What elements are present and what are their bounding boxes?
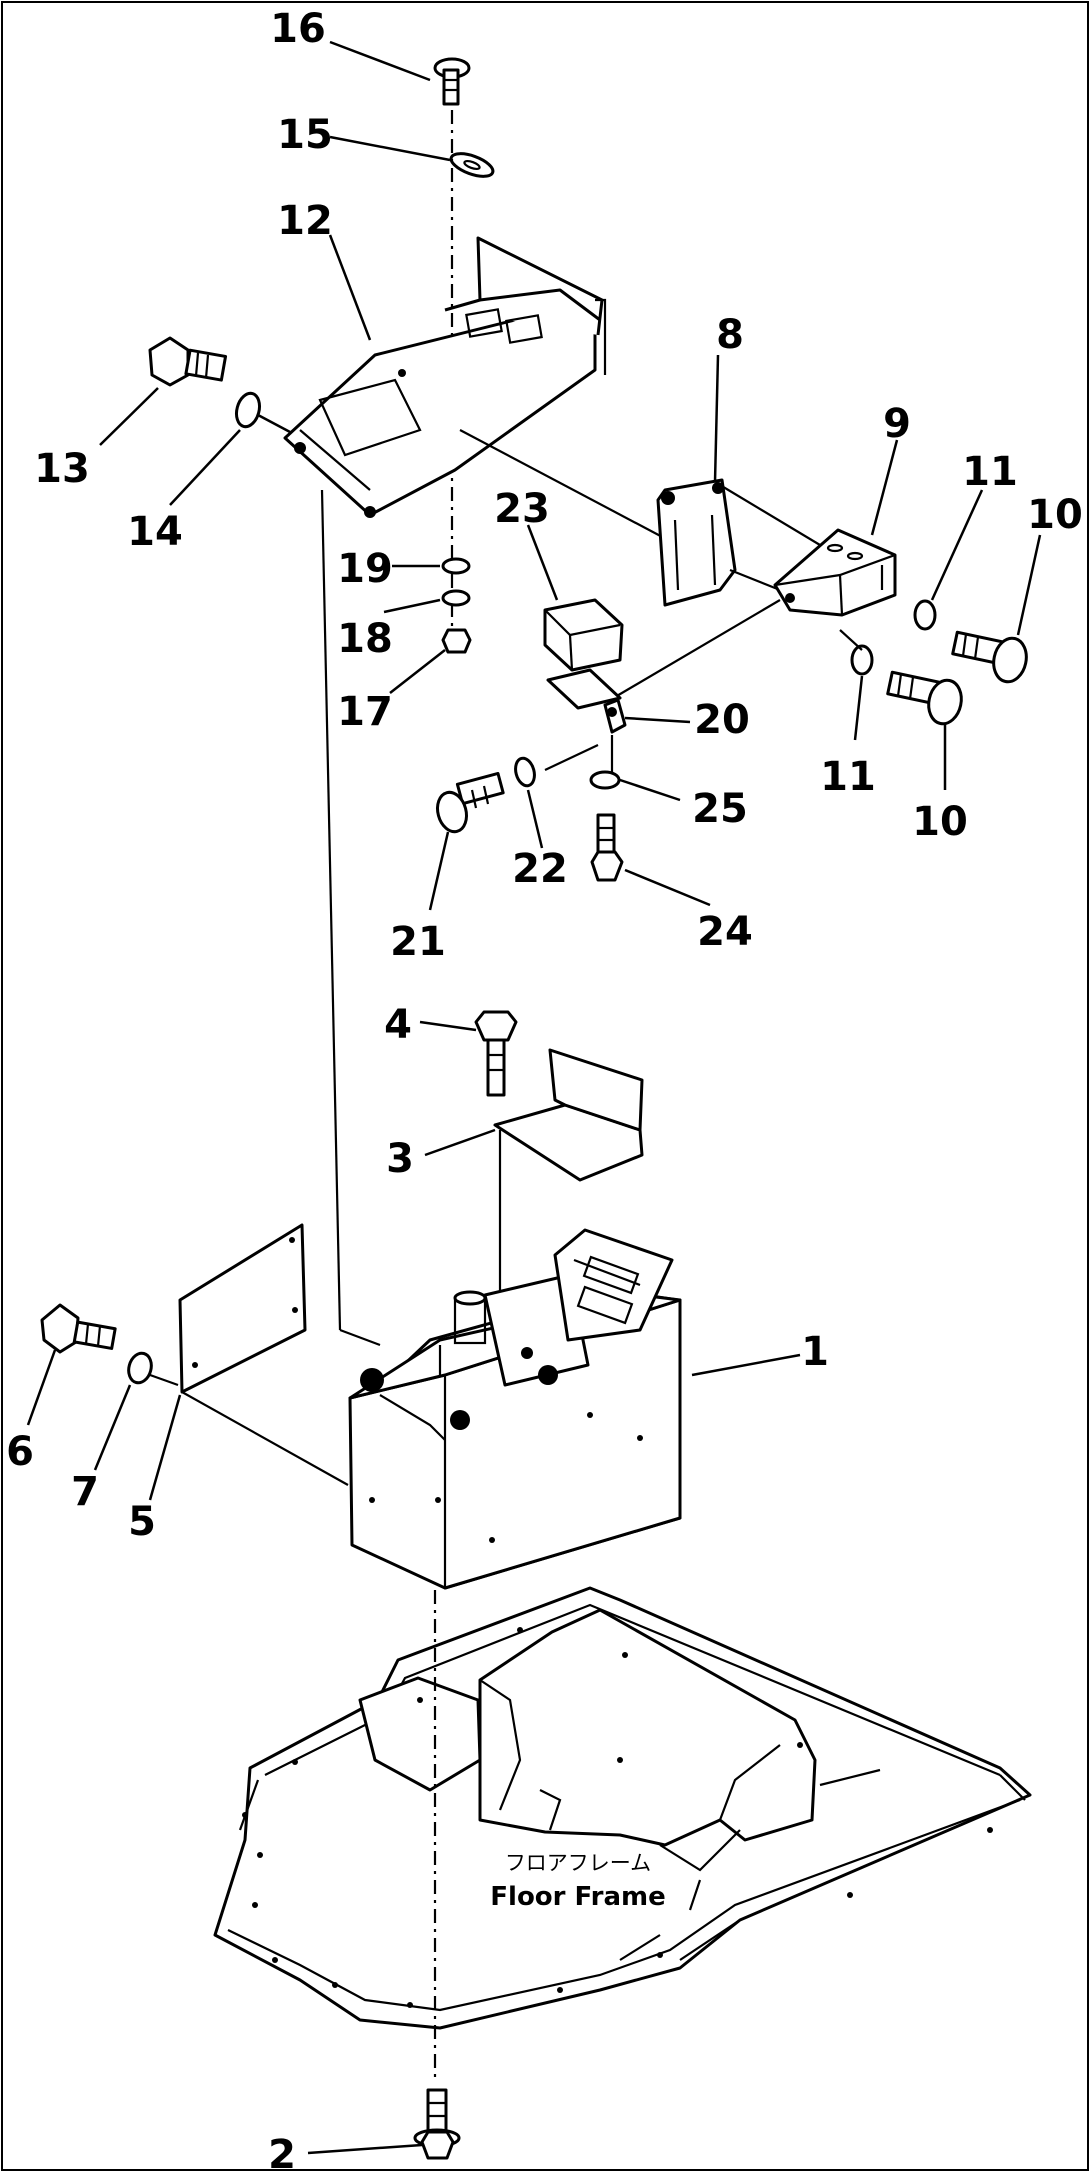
callout-3: 3 — [386, 1136, 414, 1182]
callout-24: 24 — [697, 909, 753, 955]
callout-11-upper: 11 — [962, 449, 1018, 495]
assembly-line-9-20 — [609, 599, 781, 701]
part-9-block — [773, 528, 897, 617]
part-3-plate — [493, 1048, 644, 1182]
callout-10-upper: 10 — [1027, 492, 1083, 538]
callout-11-lower: 11 — [820, 754, 876, 800]
part-7-washer — [127, 1351, 153, 1385]
callout-15: 15 — [277, 112, 333, 158]
assembly-line-left-box — [339, 1328, 381, 1347]
part-4-bolt — [474, 1010, 518, 1097]
callout-16: 16 — [270, 6, 326, 52]
part-11-washer-upper — [913, 599, 937, 631]
leader-14-12 — [257, 413, 291, 434]
part-24-bolt — [590, 813, 624, 882]
leader-lines — [26, 40, 1042, 2155]
assembly-line-20-22 — [544, 744, 599, 771]
part-14-washer — [234, 391, 262, 429]
part-16-bolt — [433, 57, 471, 106]
assembly-line-cover-bracket — [459, 429, 669, 541]
leader-11-lower-axis — [839, 629, 863, 651]
leader-7-5 — [149, 1373, 179, 1387]
part-21-bolt — [436, 771, 505, 834]
part-5-plate — [178, 1223, 307, 1394]
callout-6: 6 — [6, 1429, 34, 1475]
part-10-bolt-lower — [886, 670, 963, 726]
part-6-bolt — [40, 1303, 117, 1354]
callout-22: 22 — [512, 846, 568, 892]
part-25-washer — [589, 770, 621, 790]
part-20-clip — [546, 668, 627, 734]
floor-frame — [213, 1586, 1032, 2030]
assembly-line-5-box — [181, 1391, 349, 1486]
callout-21: 21 — [390, 919, 446, 965]
callout-25: 25 — [692, 786, 748, 832]
part-2-bolt — [413, 2088, 461, 2160]
callout-19: 19 — [337, 546, 393, 592]
callout-20: 20 — [694, 697, 750, 743]
part-8-bracket — [656, 478, 821, 607]
part-17-nut — [441, 628, 472, 654]
callout-7: 7 — [71, 1469, 99, 1515]
callout-1: 1 — [801, 1329, 829, 1375]
part-23-cap — [543, 598, 624, 672]
part-18-washer — [441, 589, 471, 607]
callout-10-lower: 10 — [912, 799, 968, 845]
part-11-washer-lower — [850, 644, 874, 676]
floor-frame-label-english: Floor Frame — [490, 1882, 665, 1912]
callout-13: 13 — [34, 446, 90, 492]
part-13-bolt — [148, 336, 228, 387]
callout-2: 2 — [268, 2132, 296, 2172]
callout-18: 18 — [337, 616, 393, 662]
callout-14: 14 — [127, 509, 183, 555]
floor-frame-label-japanese: フロアフレーム — [505, 1851, 651, 1875]
callout-8: 8 — [716, 312, 744, 358]
part-12-cover — [283, 236, 607, 518]
part-19-washer — [441, 557, 471, 575]
part-15-washer — [449, 152, 495, 178]
part-10-bolt-upper — [951, 630, 1028, 684]
callout-12: 12 — [277, 198, 333, 244]
callout-23: 23 — [494, 486, 550, 532]
assembly-line-left — [320, 489, 342, 1331]
callout-9: 9 — [883, 401, 911, 447]
part-1-box — [348, 1228, 682, 1590]
part-22-washer — [514, 756, 536, 788]
callout-5: 5 — [128, 1499, 156, 1545]
callout-17: 17 — [337, 689, 393, 735]
callout-4: 4 — [384, 1002, 412, 1048]
